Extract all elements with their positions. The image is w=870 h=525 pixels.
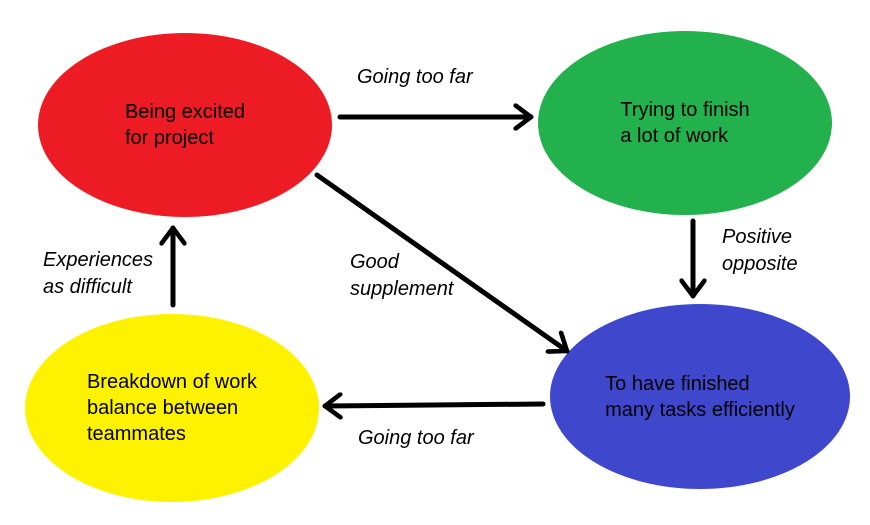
edge-label-going-too-far-bottom: Going too far [358, 427, 474, 449]
edge-label-going-too-far-top: Going too far [357, 66, 473, 88]
node-being-excited-label: Being excited for project [124, 101, 246, 149]
edge-label-positive-opposite: Positive opposite [722, 226, 798, 275]
node-breakdown-balance-label: Breakdown of work balance between teamma… [86, 371, 258, 445]
node-trying-to-finish: Trying to finish a lot of work [538, 31, 832, 215]
node-trying-to-finish-label: Trying to finish a lot of work [620, 99, 750, 147]
edge-label-experiences-as-difficult: Experiences as difficult [43, 249, 154, 298]
node-breakdown-balance: Breakdown of work balance between teamma… [25, 314, 319, 502]
node-finished-tasks: To have finished many tasks efficiently [550, 304, 850, 489]
edge-label-good-supplement: Good supplement [350, 251, 454, 300]
node-finished-tasks-label: To have finished many tasks efficiently [605, 372, 795, 421]
arrow-finished-to-breakdown [322, 404, 546, 406]
node-being-excited: Being excited for project [38, 33, 332, 217]
